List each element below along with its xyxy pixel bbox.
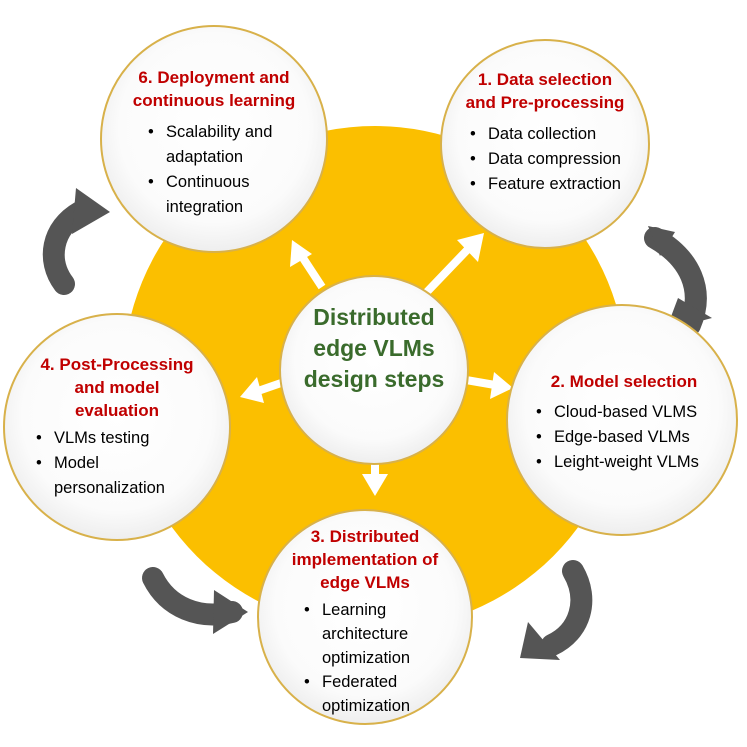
list-item-line: optimization bbox=[322, 649, 411, 667]
step-2-list: Cloud-based VLMS Edge-based VLMs Leight-… bbox=[532, 400, 699, 475]
list-item: Cloud-based VLMS bbox=[532, 400, 699, 425]
step-3-list: Learning architecture optimization Feder… bbox=[300, 598, 410, 718]
step-title-line: 4. Post-Processing bbox=[40, 355, 194, 374]
step-4-list: VLMs testing Model personalization bbox=[32, 426, 165, 501]
list-item-line: adaptation bbox=[166, 148, 244, 166]
step-title-line: edge VLMs bbox=[320, 573, 410, 592]
list-item: Feature extraction bbox=[466, 172, 621, 197]
list-item-line: Continuous bbox=[166, 173, 250, 191]
list-item: VLMs testing bbox=[32, 426, 165, 451]
list-item-line: personalization bbox=[54, 479, 165, 497]
list-item: Data collection bbox=[466, 122, 621, 147]
step-title-line: 1. Data selection bbox=[477, 70, 613, 89]
step-title-line: 2. Model selection bbox=[550, 372, 698, 391]
step-title-line: evaluation bbox=[74, 401, 160, 420]
list-item: Learning architecture optimization bbox=[300, 598, 410, 670]
center-title-line: design steps bbox=[303, 366, 445, 392]
center-title-line: edge VLMs bbox=[313, 335, 435, 361]
curved-cycle-arrow-icon bbox=[42, 188, 110, 295]
step-title-line: 6. Deployment and bbox=[138, 68, 290, 87]
curved-cycle-arrow-icon bbox=[142, 567, 248, 634]
step-4-title: 4. Post-Processing and model evaluation bbox=[32, 353, 202, 422]
step-title-line: and Pre-processing bbox=[465, 93, 625, 112]
list-item-line: optimization bbox=[322, 697, 411, 715]
list-item-line: Federated bbox=[322, 673, 398, 691]
list-item: Edge-based VLMs bbox=[532, 425, 699, 450]
list-item: Data compression bbox=[466, 147, 621, 172]
list-item: Model personalization bbox=[32, 451, 165, 501]
radial-arrow-icon bbox=[290, 240, 326, 290]
list-item-line: integration bbox=[166, 198, 244, 216]
list-item: Continuous integration bbox=[144, 170, 272, 220]
center-title: Distributed edge VLMs design steps bbox=[284, 302, 464, 395]
step-2-title: 2. Model selection bbox=[534, 370, 714, 393]
curved-cycle-arrow-icon bbox=[520, 560, 593, 660]
list-item: Leight-weight VLMs bbox=[532, 450, 699, 475]
step-title-line: and model bbox=[74, 378, 160, 397]
list-item: Scalability and adaptation bbox=[144, 120, 272, 170]
step-title-line: continuous learning bbox=[132, 91, 296, 110]
radial-arrow-icon bbox=[420, 233, 484, 299]
step-title-line: implementation of bbox=[291, 550, 439, 569]
list-item-line: Scalability and bbox=[166, 123, 273, 141]
step-3-title: 3. Distributed implementation of edge VL… bbox=[280, 525, 450, 594]
list-item-line: architecture bbox=[322, 625, 409, 643]
step-1-list: Data collection Data compression Feature… bbox=[466, 122, 621, 197]
center-title-line: Distributed bbox=[313, 304, 435, 330]
list-item: Federated optimization bbox=[300, 670, 410, 718]
radial-arrow-icon bbox=[240, 377, 286, 403]
step-title-line: 3. Distributed bbox=[310, 527, 420, 546]
list-item-line: Learning bbox=[322, 601, 387, 619]
step-6-list: Scalability and adaptation Continuous in… bbox=[144, 120, 272, 220]
list-item-line: Model bbox=[54, 454, 99, 472]
step-6-title: 6. Deployment and continuous learning bbox=[124, 66, 304, 112]
center-circle bbox=[279, 275, 469, 465]
radial-arrow-icon bbox=[465, 372, 513, 399]
step-1-title: 1. Data selection and Pre-processing bbox=[455, 68, 635, 114]
